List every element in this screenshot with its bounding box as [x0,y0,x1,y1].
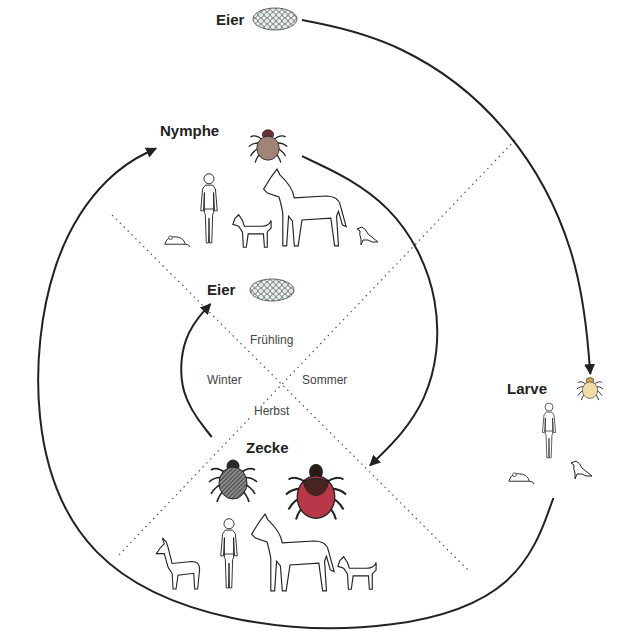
season-divider [112,140,515,572]
stage-node: Nymphe [156,112,302,164]
egg-cluster [250,279,294,301]
stage-node: Eier [212,6,302,34]
egg-cluster [253,8,297,30]
nymph-tick [249,130,287,163]
stage-label: Zecke [244,439,291,457]
cycle-arrow [38,148,553,628]
cycle-arrow [302,156,437,465]
season-label: Sommer [300,373,349,387]
stage-label: Nymphe [158,122,221,140]
stage-node: Larve [503,374,615,498]
stage-node: Eier [203,276,296,304]
larva-hosts [509,403,592,484]
stage-label: Eier [205,281,237,299]
cycle-arrow [302,20,590,374]
season-label: Frühling [248,333,295,347]
female-tick [286,465,346,520]
male-tick [209,460,257,502]
cycle-arrow [181,304,212,437]
stage-node: Zecke [198,437,370,532]
adult-hosts [156,514,376,591]
season-label: Winter [205,373,244,387]
stage-label: Larve [505,380,549,398]
larva-tick [577,378,603,401]
season-label: Herbst [252,404,291,418]
nymph-hosts [165,169,378,247]
stage-label: Eier [214,11,246,29]
